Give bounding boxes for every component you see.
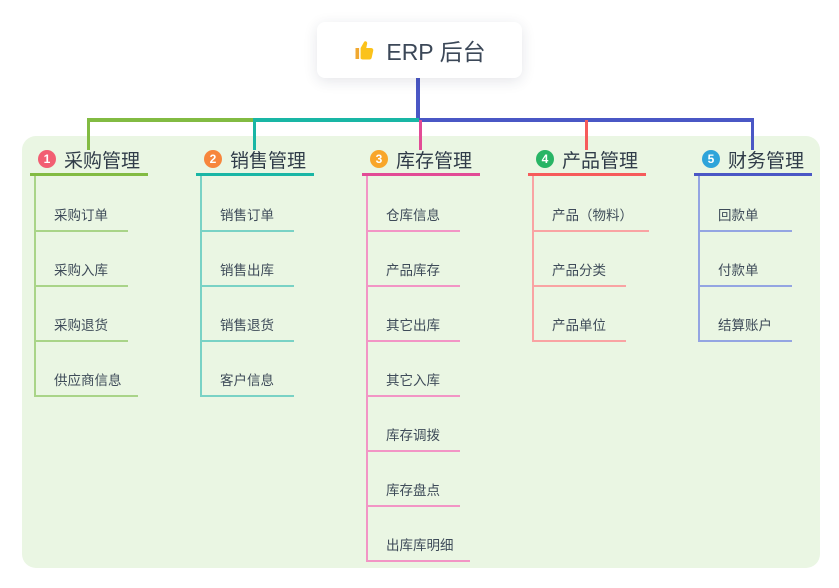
child-node-label: 销售退货 <box>220 318 274 333</box>
child-node[interactable]: 仓库信息 <box>366 202 460 232</box>
branch-underline <box>362 173 480 176</box>
root-node[interactable]: ERP 后台 <box>317 22 522 78</box>
child-node-label: 出库库明细 <box>386 538 454 553</box>
branch-drop-line <box>253 120 256 150</box>
child-node-label: 销售出库 <box>220 263 274 278</box>
branch-drop-line <box>585 120 588 150</box>
child-node[interactable]: 库存调拨 <box>366 422 460 452</box>
child-node[interactable]: 采购退货 <box>34 312 128 342</box>
child-node[interactable]: 其它入库 <box>366 367 460 397</box>
child-node[interactable]: 采购订单 <box>34 202 128 232</box>
branch-badge: 3 <box>370 150 388 168</box>
branch-node-4[interactable]: 4 产品管理 <box>536 147 639 172</box>
child-node-label: 客户信息 <box>220 373 274 388</box>
child-node[interactable]: 客户信息 <box>200 367 294 397</box>
child-connector-line <box>532 176 534 342</box>
branch-node-3[interactable]: 3 库存管理 <box>370 147 473 172</box>
connector-hbar-segment <box>87 118 253 122</box>
child-node[interactable]: 销售订单 <box>200 202 294 232</box>
child-connector-line <box>366 176 368 562</box>
branch-badge: 2 <box>204 150 222 168</box>
child-node-label: 仓库信息 <box>386 208 440 223</box>
branch-badge: 1 <box>38 150 56 168</box>
child-node-label: 回款单 <box>718 208 759 223</box>
branch-drop-line <box>87 120 90 150</box>
branch-node-2[interactable]: 2 销售管理 <box>204 147 307 172</box>
branch-node-5[interactable]: 5 财务管理 <box>702 147 805 172</box>
branch-title: 财务管理 <box>728 150 805 172</box>
branch-title: 产品管理 <box>562 150 639 172</box>
mindmap-panel <box>22 136 820 568</box>
connector-root-stem <box>416 78 420 120</box>
child-connector-line <box>698 176 700 342</box>
child-node-label: 结算账户 <box>718 318 772 333</box>
root-node-label: ERP 后台 <box>386 39 486 65</box>
child-node-label: 库存调拨 <box>386 428 440 443</box>
child-node-label: 采购订单 <box>54 208 108 223</box>
branch-underline <box>694 173 812 176</box>
child-node-label: 其它入库 <box>386 373 440 388</box>
child-node[interactable]: 其它出库 <box>366 312 460 342</box>
branch-badge: 5 <box>702 150 720 168</box>
child-node-label: 供应商信息 <box>54 373 122 388</box>
branch-underline <box>528 173 646 176</box>
child-node-label: 产品单位 <box>552 318 606 333</box>
child-node-label: 采购退货 <box>54 318 108 333</box>
child-node-label: 库存盘点 <box>386 483 440 498</box>
child-node[interactable]: 库存盘点 <box>366 477 460 507</box>
child-node[interactable]: 销售出库 <box>200 257 294 287</box>
child-node[interactable]: 结算账户 <box>698 312 792 342</box>
branch-drop-line <box>419 120 422 150</box>
child-node-label: 产品（物料） <box>552 208 633 223</box>
child-node-label: 采购入库 <box>54 263 108 278</box>
child-node[interactable]: 产品库存 <box>366 257 460 287</box>
branch-title: 库存管理 <box>396 150 473 172</box>
child-node[interactable]: 采购入库 <box>34 257 128 287</box>
connector-hbar-segment <box>253 118 419 122</box>
child-node[interactable]: 供应商信息 <box>34 367 138 397</box>
branch-title: 采购管理 <box>64 150 141 172</box>
child-node[interactable]: 回款单 <box>698 202 792 232</box>
child-node[interactable]: 产品分类 <box>532 257 626 287</box>
thumbs-up-icon <box>353 38 377 62</box>
child-node[interactable]: 产品（物料） <box>532 202 649 232</box>
child-node-label: 其它出库 <box>386 318 440 333</box>
branch-node-1[interactable]: 1 采购管理 <box>38 147 141 172</box>
branch-drop-line <box>751 120 754 150</box>
child-node[interactable]: 付款单 <box>698 257 792 287</box>
child-node-label: 产品分类 <box>552 263 606 278</box>
branch-badge: 4 <box>536 150 554 168</box>
branch-title: 销售管理 <box>230 150 307 172</box>
child-node-label: 付款单 <box>718 263 759 278</box>
child-node[interactable]: 产品单位 <box>532 312 626 342</box>
child-node[interactable]: 销售退货 <box>200 312 294 342</box>
child-node[interactable]: 出库库明细 <box>366 532 470 562</box>
branch-underline <box>30 173 148 176</box>
child-node-label: 销售订单 <box>220 208 274 223</box>
child-node-label: 产品库存 <box>386 263 440 278</box>
branch-underline <box>196 173 314 176</box>
